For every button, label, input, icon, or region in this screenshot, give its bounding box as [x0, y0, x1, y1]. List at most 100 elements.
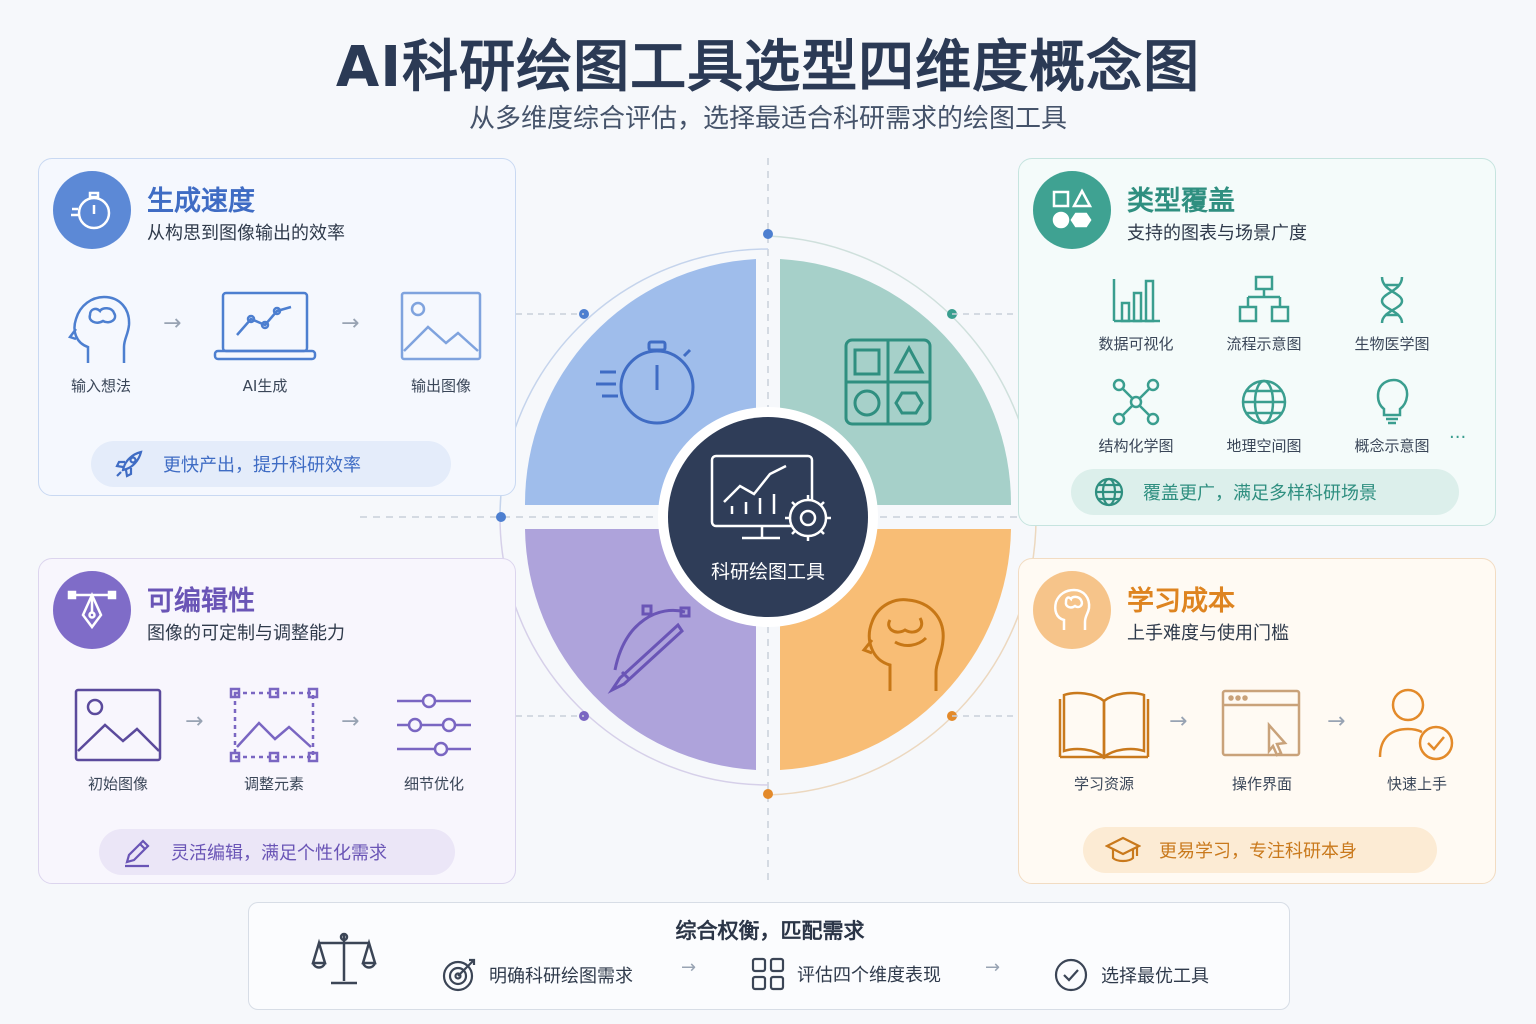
- window-cursor-icon: [1221, 689, 1301, 757]
- panel-coverage: 类型覆盖 支持的图表与场景广度 数据可视化 流程示意图 生物医学图 结构化学图: [1018, 158, 1496, 526]
- image-icon: [400, 291, 482, 361]
- molecule-icon: [1112, 378, 1160, 426]
- bottom-step-label: 明确科研绘图需求: [489, 966, 633, 987]
- page-title: AI科研绘图工具选型四维度概念图: [335, 35, 1201, 100]
- rocket-icon: [115, 450, 143, 478]
- type-label: 生物医学图: [1354, 335, 1430, 353]
- arrow-icon: →: [1169, 709, 1188, 734]
- arrow-icon: →: [341, 709, 360, 734]
- check-circle-icon: [1054, 958, 1088, 992]
- learn-desc: 上手难度与使用门槛: [1127, 623, 1289, 644]
- step-choose-tool: 选择最优工具: [1053, 957, 1209, 993]
- step-quick-start: 快速上手: [1373, 687, 1461, 794]
- learn-title: 学习成本: [1127, 586, 1235, 617]
- shapes-icon: [844, 338, 932, 426]
- brain-head-icon: [67, 295, 131, 363]
- panel-learn: 学习成本 上手难度与使用门槛 学习资源 → 操作界面 → 快速上手 更易学习，专…: [1018, 558, 1496, 884]
- bottom-title: 综合权衡，匹配需求: [675, 919, 865, 943]
- bottom-step-label: 选择最优工具: [1101, 966, 1209, 987]
- step-input-idea: 输入想法: [61, 289, 141, 396]
- dot-top: [763, 229, 773, 239]
- panel-speed: 生成速度 从构思到图像输出的效率 输入想法 → AI生成 → 输出图像 更快产出…: [38, 158, 516, 496]
- step-label: 输入想法: [70, 377, 131, 395]
- step-output-image: 输出图像: [393, 289, 489, 396]
- grid-icon: [751, 957, 785, 991]
- stopwatch-badge-icon: [53, 171, 131, 249]
- dna-icon: [1380, 276, 1404, 324]
- stopwatch-icon: [596, 340, 695, 425]
- coverage-desc: 支持的图表与场景广度: [1127, 223, 1307, 244]
- pencil-icon: [125, 839, 150, 868]
- monitor-chart-icon: [710, 454, 814, 540]
- arrow-icon: →: [163, 311, 182, 336]
- step-label: 学习资源: [1073, 775, 1134, 793]
- arrow-icon: →: [985, 957, 1001, 978]
- step-label: 操作界面: [1231, 775, 1292, 793]
- gear-icon: [785, 495, 831, 541]
- dot-bottom: [763, 789, 773, 799]
- arrow-icon: →: [681, 957, 697, 978]
- pill-text: 更易学习，专注科研本身: [1159, 841, 1357, 862]
- pen-tool-icon: [607, 604, 691, 694]
- coverage-pill: 覆盖更广，满足多样科研场景: [1071, 469, 1459, 515]
- type-chem-structure: 结构化学图: [1081, 377, 1191, 456]
- coverage-title: 类型覆盖: [1127, 186, 1235, 217]
- step-label: 细节优化: [403, 775, 464, 793]
- type-concept: 概念示意图: [1337, 377, 1447, 456]
- speed-title: 生成速度: [147, 186, 255, 217]
- type-label: 流程示意图: [1226, 335, 1302, 353]
- arrow-icon: →: [1327, 709, 1346, 734]
- bottom-step-label: 评估四个维度表现: [797, 965, 941, 986]
- type-label: 地理空间图: [1226, 437, 1302, 455]
- globe-icon: [1241, 379, 1287, 425]
- step-label: 调整元素: [243, 775, 304, 793]
- brain-head-icon: [861, 598, 945, 691]
- more-ellipsis: ···: [1449, 427, 1467, 448]
- edit-desc: 图像的可定制与调整能力: [147, 623, 345, 644]
- speed-desc: 从构思到图像输出的效率: [147, 223, 345, 244]
- bar-chart-icon: [1112, 279, 1160, 323]
- brain-head-badge-icon: [1033, 571, 1111, 649]
- panel-edit: 可编辑性 图像的可定制与调整能力 初始图像 → 调整元素 → 细节优化 灵活编辑…: [38, 558, 516, 884]
- type-geospatial: 地理空间图: [1209, 377, 1319, 456]
- type-label: 结构化学图: [1098, 437, 1174, 455]
- edit-pill: 灵活编辑，满足个性化需求: [99, 829, 455, 875]
- bottom-summary: 综合权衡，匹配需求 明确科研绘图需求 → 评估四个维度表现 → 选择最优工具: [248, 902, 1290, 1010]
- laptop-chart-icon: [213, 291, 317, 361]
- target-icon: [442, 958, 476, 992]
- step-detail-optimize: 细节优化: [391, 687, 477, 794]
- step-define-needs: 明确科研绘图需求: [441, 957, 633, 993]
- step-label: 快速上手: [1386, 775, 1447, 793]
- flowchart-icon: [1238, 275, 1290, 323]
- globe-icon: [1094, 477, 1124, 507]
- page-subtitle: 从多维度综合评估，选择最适合科研需求的绘图工具: [468, 104, 1067, 134]
- pill-text: 覆盖更广，满足多样科研场景: [1143, 483, 1377, 504]
- step-learning-resources: 学习资源: [1057, 687, 1151, 794]
- graduation-cap-icon: [1105, 836, 1141, 863]
- dot-left: [496, 512, 506, 522]
- step-label: 初始图像: [87, 775, 148, 793]
- step-evaluate: 评估四个维度表现: [751, 957, 941, 991]
- shapes-badge-icon: [1033, 171, 1111, 249]
- type-label: 数据可视化: [1098, 335, 1174, 353]
- type-biomedical: 生物医学图: [1337, 275, 1447, 354]
- pill-text: 更快产出，提升科研效率: [163, 455, 361, 476]
- center-quadrant-diagram: [360, 158, 1176, 885]
- speed-pill: 更快产出，提升科研效率: [91, 441, 451, 487]
- scale-icon: [311, 929, 389, 989]
- image-icon: [74, 688, 162, 762]
- sliders-icon: [397, 693, 471, 757]
- type-flowchart: 流程示意图: [1209, 275, 1319, 354]
- type-data-viz: 数据可视化: [1081, 275, 1191, 354]
- type-label: 概念示意图: [1354, 437, 1430, 455]
- pen-tool-badge-icon: [53, 571, 131, 649]
- pill-text: 灵活编辑，满足个性化需求: [171, 843, 387, 864]
- lightbulb-icon: [1376, 378, 1409, 425]
- edit-title: 可编辑性: [147, 586, 255, 617]
- arrow-icon: →: [185, 709, 204, 734]
- step-adjust-elements: 调整元素: [229, 687, 319, 794]
- book-icon: [1058, 691, 1150, 760]
- resize-image-icon: [229, 687, 319, 763]
- step-initial-image: 初始图像: [73, 687, 163, 794]
- step-interface: 操作界面: [1217, 687, 1307, 794]
